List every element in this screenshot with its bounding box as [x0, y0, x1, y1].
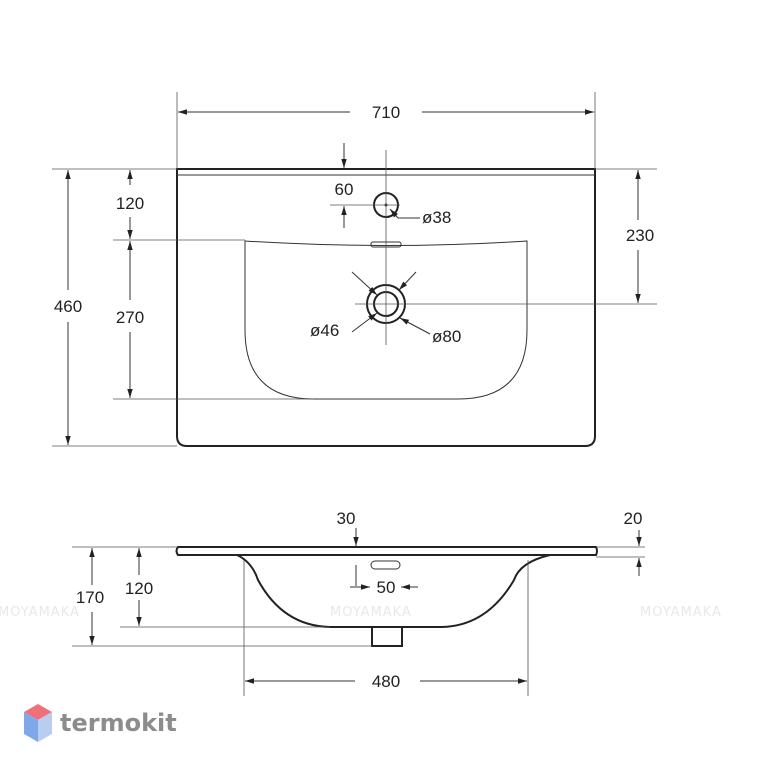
dim-drain-inner-diameter: ø46 [310, 321, 339, 340]
dim-basin-width: 480 [372, 672, 400, 691]
dim-lip-height: 20 [624, 509, 643, 528]
sink-top-outline [176, 168, 596, 447]
dim-rim-height: 30 [337, 509, 356, 528]
top-view: 710 460 120 270 230 60 ø38 ø46 [52, 92, 657, 447]
dim-edge-basin: 120 [116, 194, 144, 213]
logo-cube-left [24, 712, 38, 742]
side-view: 30 20 170 120 50 480 [72, 509, 645, 696]
dim-tap-diameter: ø38 [422, 208, 451, 227]
leader-tap-diameter-diag [389, 208, 399, 219]
sink-side-bowl [236, 554, 551, 628]
dim-total-height: 170 [76, 588, 104, 607]
leader-drain-inner-br [351, 312, 378, 333]
logo-cube-right [38, 712, 52, 742]
leader-drain-outer-br [399, 317, 431, 335]
dim-basin-height: 120 [125, 579, 153, 598]
basin-outline [244, 240, 528, 400]
watermark-text-right: MOYAMAKA [640, 605, 722, 620]
drain-stub [371, 627, 403, 647]
dim-width: 710 [372, 103, 400, 122]
overflow-side [370, 560, 401, 570]
dim-basin-depth: 270 [116, 308, 144, 327]
dim-depth: 460 [54, 297, 82, 316]
watermark-text-center: MOYAMAKA [330, 605, 412, 620]
sink-side-rim [175, 546, 598, 556]
leader-drain-inner-tl [351, 271, 378, 296]
watermark: MOYAMAKA MOYAMAKA MOYAMAKA [0, 605, 722, 620]
dim-drain-outer-diameter: ø80 [432, 327, 461, 346]
brand-name: termokit [60, 709, 177, 737]
leader-drain-outer-tr [398, 271, 417, 291]
dim-edge-drain: 230 [626, 226, 654, 245]
dim-overflow-width: 50 [377, 578, 396, 597]
brand-logo: termokit [24, 704, 177, 742]
watermark-text-left: MOYAMAKA [0, 605, 80, 620]
dim-tap-offset: 60 [335, 180, 354, 199]
